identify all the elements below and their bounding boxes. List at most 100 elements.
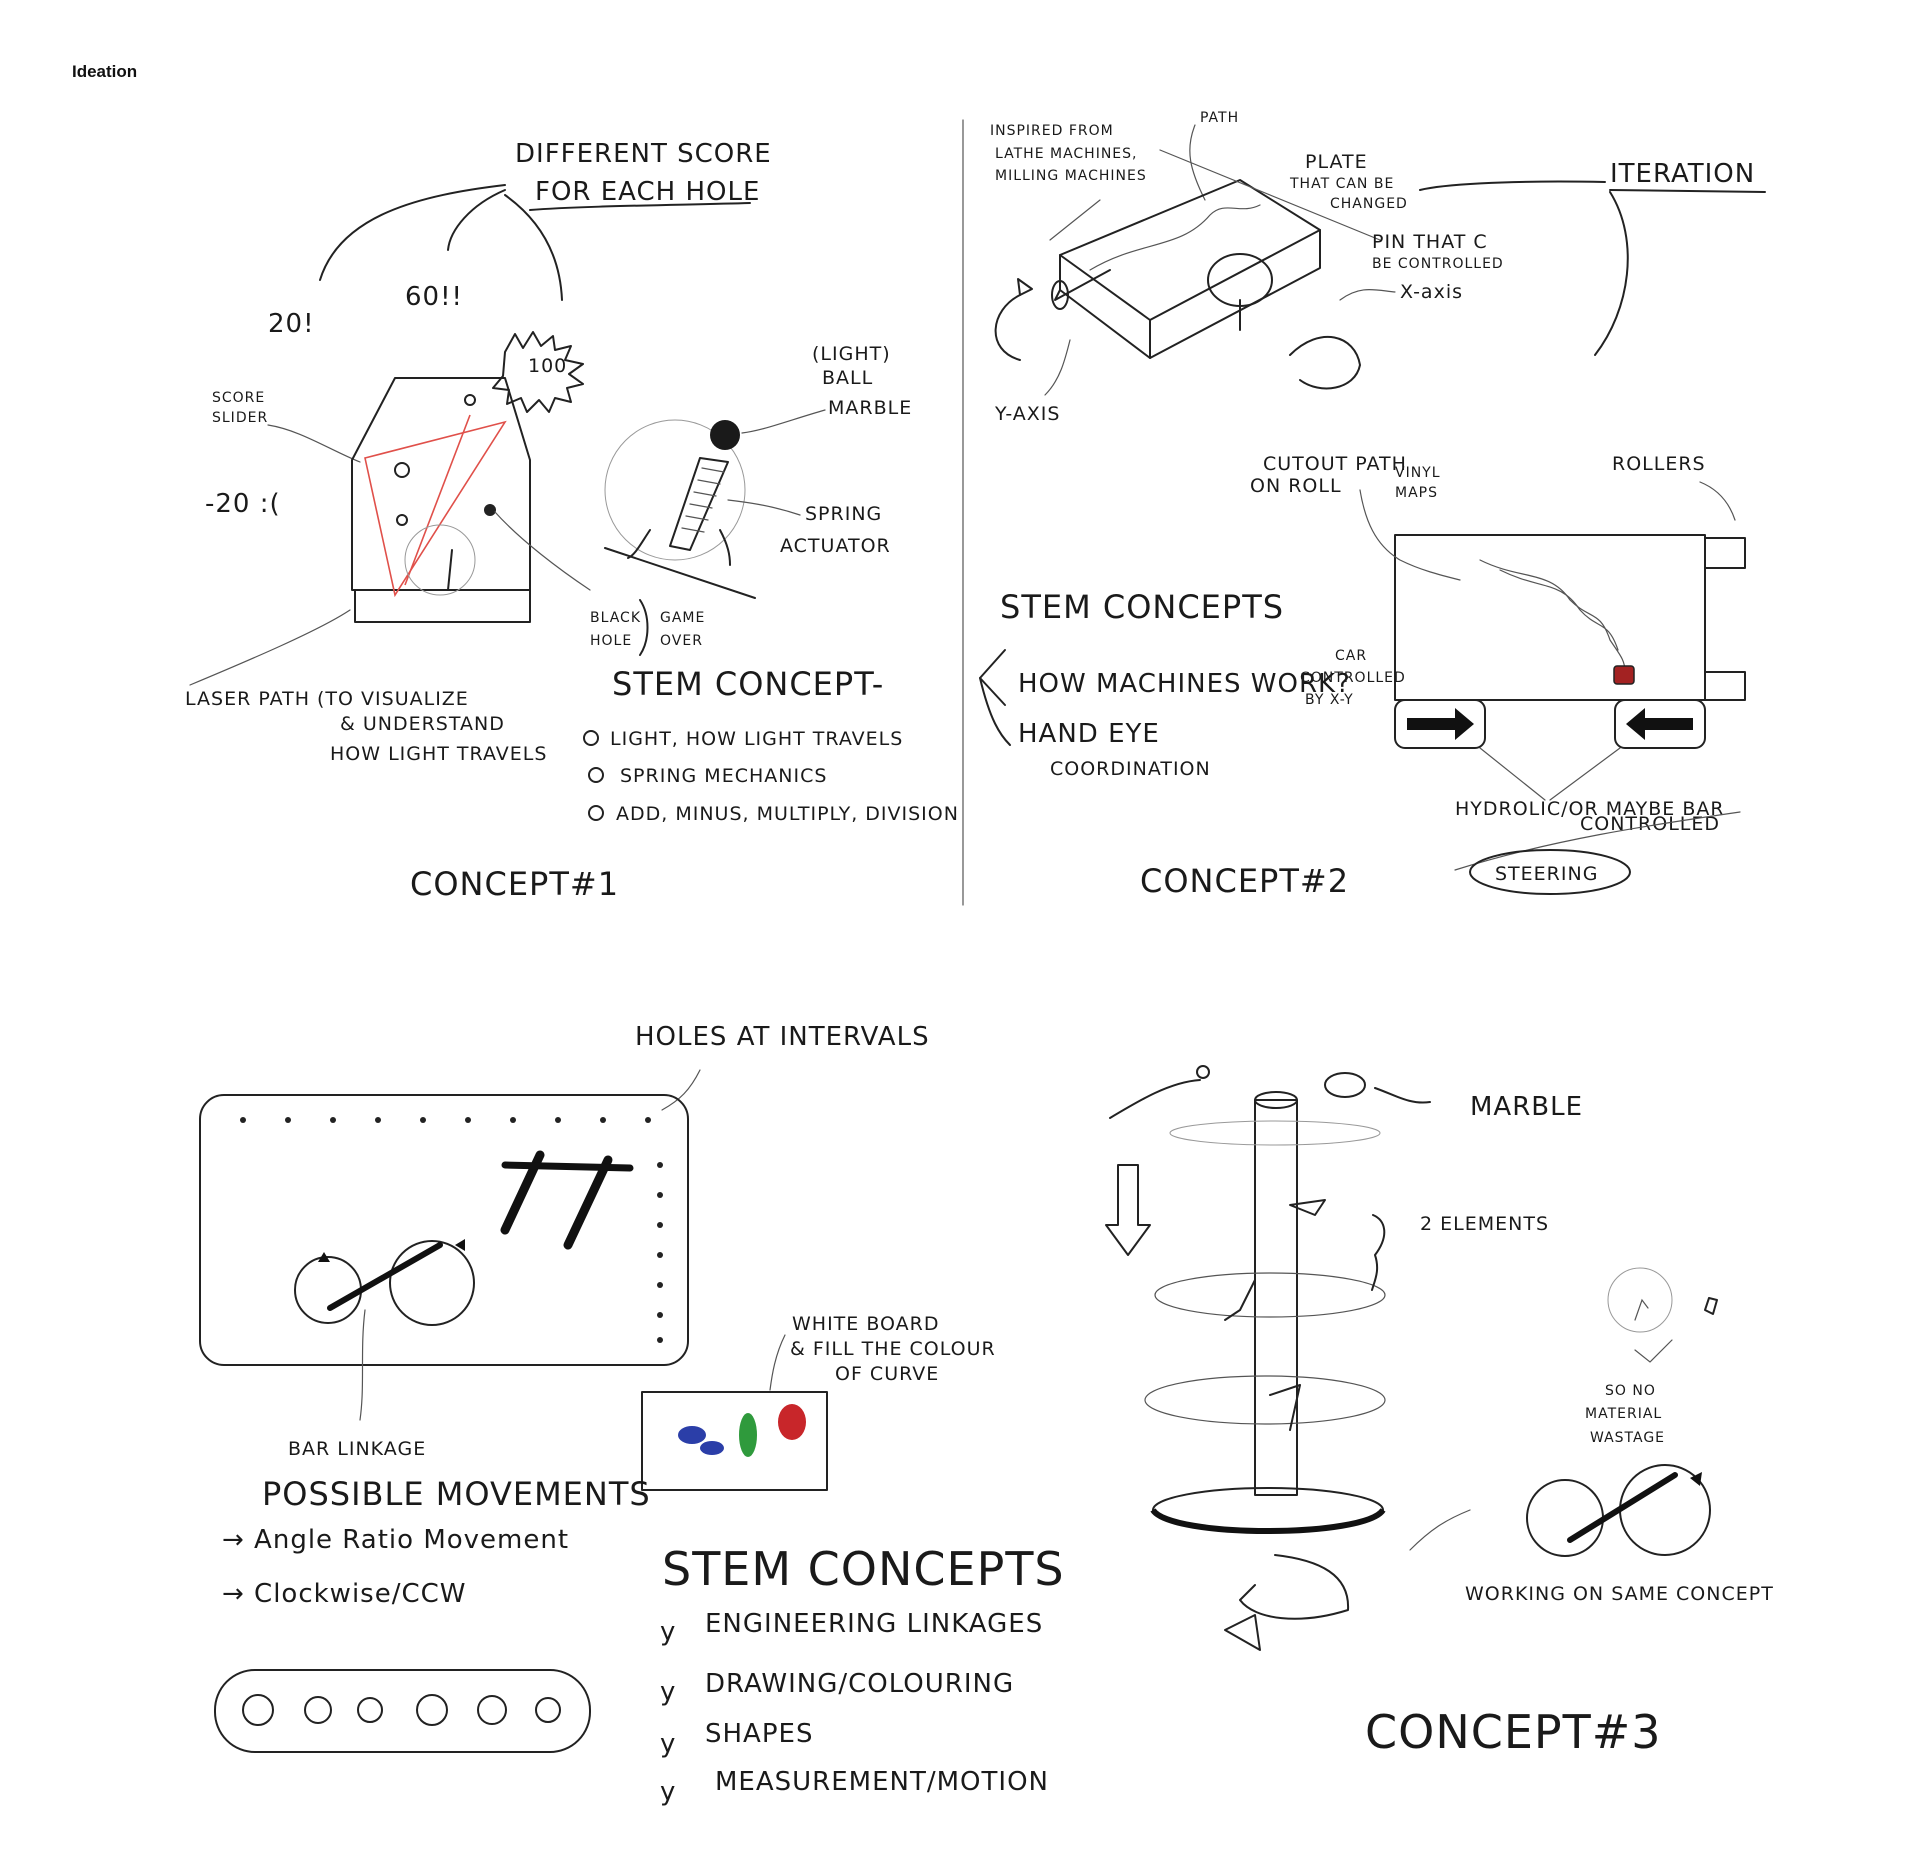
c3-blob-blue bbox=[678, 1426, 706, 1444]
c1-score-slider-2: SLIDER bbox=[212, 410, 268, 426]
c1-laser-path-3: HOW LIGHT TRAVELS bbox=[330, 743, 547, 765]
c1-detail-circle bbox=[604, 419, 746, 561]
c2-iteration-leader bbox=[1419, 180, 1606, 191]
c1-score-slider-1: SCORE bbox=[212, 390, 265, 406]
c2-cutout-2: ON ROLL bbox=[1250, 475, 1342, 497]
c1-game-board bbox=[351, 377, 531, 591]
c2-inspired-2: LATHE MACHINES, bbox=[995, 146, 1137, 162]
c3-bar-cross bbox=[501, 1161, 634, 1172]
c1-heading-underline bbox=[529, 202, 751, 211]
c1-score-heading-2: FOR EACH HOLE bbox=[535, 177, 760, 207]
c3-stem-bullet-1: y bbox=[660, 1617, 676, 1647]
c3-down-arrow bbox=[1105, 1164, 1151, 1256]
page-title: Ideation bbox=[72, 62, 138, 81]
c1-hole-3 bbox=[396, 514, 408, 526]
c1-stem-bullet-3 bbox=[588, 805, 604, 821]
c3-disc-1 bbox=[1169, 1120, 1381, 1146]
c2-hydrolic-1: HYDROLIC/OR MAYBE BAR bbox=[1455, 798, 1725, 820]
c2-hydrolic-2: CONTROLLED bbox=[1580, 813, 1720, 835]
c3-disc-base-edge bbox=[1150, 1507, 1386, 1534]
c1-light-ball-2: BALL bbox=[822, 367, 873, 389]
c2-rollers-leader bbox=[1699, 481, 1736, 521]
c2-plate-2: THAT CAN BE bbox=[1289, 176, 1394, 192]
c2-rotate-arrow-left bbox=[994, 294, 1021, 361]
c2-right-button bbox=[1394, 699, 1486, 749]
c2-inspired-3: MILLING MACHINES bbox=[995, 168, 1147, 184]
c3-same-concept: WORKING ON SAME CONCEPT bbox=[1465, 1583, 1774, 1605]
c2-roller-bottom bbox=[1704, 671, 1746, 701]
c2-plate-path bbox=[1089, 204, 1261, 271]
c3-stem-bullet-3: y bbox=[660, 1729, 676, 1759]
c1-ramp-line bbox=[604, 547, 756, 599]
c2-machine-side-left bbox=[1059, 254, 1151, 359]
c2-car-2: CONTROLLED bbox=[1300, 670, 1406, 686]
concept2-sketch: INSPIRED FROM LATHE MACHINES, MILLING MA… bbox=[979, 110, 1766, 900]
c2-rotate-arrowhead-left bbox=[1017, 278, 1033, 296]
c3-tube-top bbox=[1254, 1091, 1298, 1109]
c1-spring-2: ACTUATOR bbox=[780, 535, 891, 557]
c2-cutout-leader bbox=[1359, 489, 1461, 581]
c2-machine-side-right bbox=[1149, 229, 1321, 359]
c1-score-20: 20! bbox=[268, 309, 315, 339]
c2-concept-label: CONCEPT#2 bbox=[1140, 862, 1349, 900]
c2-hydrolic-underline bbox=[1454, 811, 1741, 871]
c1-marble-label: MARBLE bbox=[828, 397, 912, 419]
c3-hole-row bbox=[240, 1117, 651, 1123]
c3-board bbox=[199, 1094, 689, 1366]
c2-path-label: PATH bbox=[1200, 110, 1239, 126]
c2-iteration-underline bbox=[1609, 189, 1766, 193]
c3-possible-item-1: → Angle Ratio Movement bbox=[222, 1525, 569, 1555]
c1-arrow-right bbox=[719, 529, 731, 566]
c3-elements-label: 2 ELEMENTS bbox=[1420, 1213, 1549, 1235]
c1-game-over-2: OVER bbox=[660, 633, 703, 649]
c3-element-3 bbox=[1269, 1384, 1301, 1431]
c1-score-60: 60!! bbox=[405, 282, 463, 312]
c1-black-hole-2: HOLE bbox=[590, 633, 632, 649]
c1-stem-item-3: ADD, MINUS, MULTIPLY, DIVISION bbox=[616, 803, 959, 825]
c3-stem-item-2: DRAWING/COLOURING bbox=[705, 1669, 1014, 1699]
c3-white-board-leader bbox=[769, 1334, 786, 1391]
c2-plate-1: PLATE bbox=[1305, 151, 1368, 173]
c1-stem-heading: STEM CONCEPT- bbox=[612, 665, 884, 703]
c3-stem-bullet-2: y bbox=[660, 1677, 676, 1707]
c1-spring-tube bbox=[669, 457, 729, 551]
c1-spring-1: SPRING bbox=[805, 503, 882, 525]
c1-brace-right bbox=[504, 194, 563, 301]
c1-brace-mid bbox=[447, 189, 506, 251]
c2-arrow-right-icon bbox=[1407, 708, 1474, 740]
c3-blob-green bbox=[739, 1413, 757, 1457]
c2-construction-line-2 bbox=[1159, 149, 1381, 241]
concept3-right-sketch: MARBLE 2 ELEMENTS SO NO MATERIAL WASTAGE… bbox=[1105, 1065, 1774, 1759]
c3-white-board-2: & FILL THE COLOUR bbox=[790, 1338, 996, 1360]
c3-gear-large bbox=[389, 1240, 475, 1326]
c3-disc-2 bbox=[1154, 1272, 1386, 1318]
c3-stem-bullet-4: y bbox=[660, 1777, 676, 1807]
c2-arrow-left-icon bbox=[1626, 708, 1693, 740]
c2-iteration: ITERATION bbox=[1610, 159, 1755, 189]
c3-stem-item-3: SHAPES bbox=[705, 1719, 813, 1749]
c2-steering: STEERING bbox=[1495, 863, 1598, 885]
c1-concept-label: CONCEPT#1 bbox=[410, 865, 619, 903]
c3-bar-linkage: BAR LINKAGE bbox=[288, 1438, 426, 1460]
c2-pin-1: PIN THAT C bbox=[1372, 231, 1488, 253]
c2-iteration-curve bbox=[1594, 191, 1629, 356]
c2-x-axis: X-axis bbox=[1400, 281, 1463, 303]
c2-roller-top bbox=[1704, 537, 1746, 569]
c3-elements-leader bbox=[1371, 1214, 1386, 1291]
c3-no-waste-1: SO NO bbox=[1605, 1383, 1656, 1399]
c1-black-hole-leader bbox=[494, 511, 591, 591]
c3-blob-blue-2 bbox=[700, 1441, 724, 1455]
c3-rotate-arrowhead bbox=[1224, 1614, 1261, 1651]
c3-no-waste-2: MATERIAL bbox=[1585, 1406, 1662, 1422]
c1-marble-leader bbox=[741, 409, 826, 434]
c2-steering-oval bbox=[1469, 849, 1631, 895]
c3-blob-red bbox=[778, 1404, 806, 1440]
c2-car-1: CAR bbox=[1335, 648, 1367, 664]
c1-score-heading-1: DIFFERENT SCORE bbox=[515, 139, 772, 169]
concept3-left-sketch: HOLES AT INTERVALS BAR LINKAGE WHITE BOA… bbox=[199, 1022, 1064, 1807]
c2-stem-item-1: HOW MACHINES WORK? bbox=[1018, 669, 1351, 699]
c2-hydrolic-leaders bbox=[1479, 747, 1621, 801]
c1-hole-1 bbox=[394, 462, 410, 478]
c2-vinyl-path-2 bbox=[1499, 569, 1619, 651]
